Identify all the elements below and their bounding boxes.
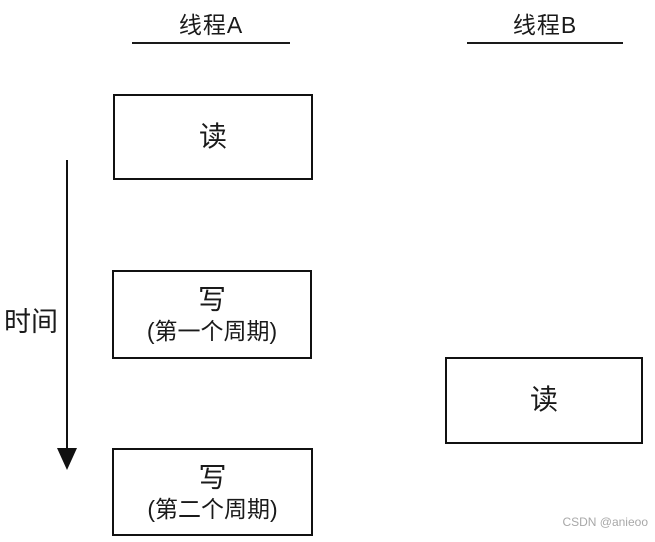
thread-a-write-cycle2-sublabel: (第二个周期): [147, 495, 278, 522]
thread-a-write-cycle2-label: 写: [198, 461, 227, 493]
thread-a-write-cycle1-sublabel: (第一个周期): [146, 318, 278, 345]
thread-b-read-label: 读: [529, 384, 558, 416]
time-axis-label: 时间: [4, 307, 58, 337]
time-arrow-line: [66, 160, 68, 452]
thread-a-read-box: 读: [113, 94, 313, 180]
thread-b-title-underline: [467, 42, 623, 44]
thread-a-title: 线程A: [178, 12, 244, 38]
thread-b-title: 线程B: [512, 12, 578, 38]
thread-b-read-box: 读: [445, 357, 643, 444]
thread-a-read-label: 读: [198, 120, 227, 152]
thread-a-title-underline: [132, 42, 290, 44]
watermark-text: CSDN @anieoo: [562, 515, 648, 529]
thread-a-write-cycle1-box: 写 (第一个周期): [112, 270, 312, 359]
thread-a-write-cycle1-label: 写: [197, 284, 226, 316]
thread-a-write-cycle2-box: 写 (第二个周期): [112, 448, 313, 536]
time-arrow-head-icon: [57, 448, 77, 470]
